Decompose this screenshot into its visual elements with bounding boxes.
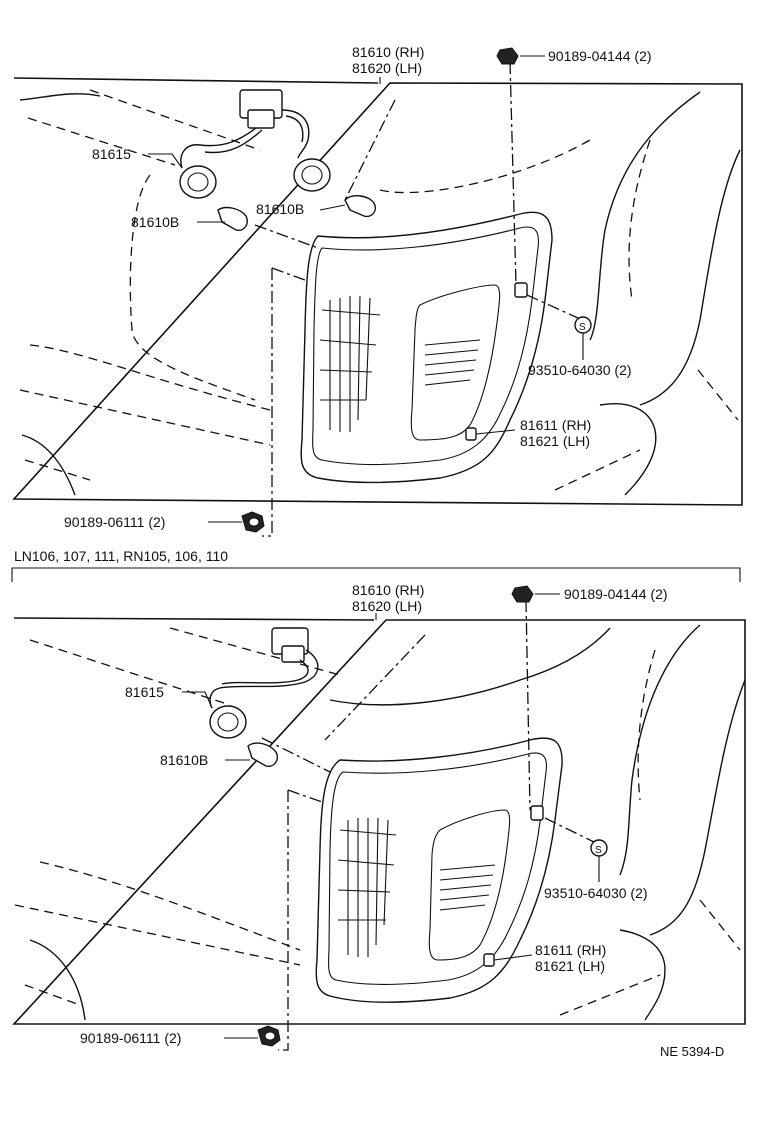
leader-dash	[261, 737, 331, 773]
leader-dash	[271, 267, 306, 281]
bottom-diagram: S 81610 (RH) 81620 (LH) 90189-04144 (2) …	[12, 582, 746, 1051]
body-line	[619, 929, 666, 1021]
leader-dash	[544, 817, 595, 843]
svg-text:S: S	[595, 845, 602, 856]
body-line	[89, 89, 261, 151]
leader-dash	[287, 789, 323, 803]
label-screw-side: 93510-64030 (2)	[544, 885, 648, 901]
section-label: LN106, 107, 111, RN105, 106, 110	[14, 548, 228, 564]
body-line	[21, 434, 76, 496]
body-line	[649, 679, 746, 936]
body-line	[24, 984, 81, 1006]
label-lens-rh: 81611 (RH)	[535, 942, 606, 958]
leader	[475, 429, 516, 435]
label-housing-lh: 81620 (LH)	[352, 60, 422, 76]
body-line	[619, 624, 701, 876]
label-bulb: 81610B	[160, 752, 208, 768]
bulb-left	[217, 206, 248, 231]
label-nut-bottom: 90189-06111 (2)	[80, 1030, 181, 1046]
body-line	[19, 93, 101, 101]
body-line	[27, 117, 176, 166]
label-socket: 81615	[125, 684, 164, 700]
label-nut-top: 90189-04144 (2)	[564, 586, 668, 602]
screw-side-icon: S	[574, 316, 592, 334]
leader-dash	[254, 224, 319, 249]
body-line	[14, 904, 301, 966]
body-line	[589, 91, 701, 341]
top-frame	[12, 77, 743, 506]
label-screw-side: 93510-64030 (2)	[528, 362, 632, 378]
body-line	[129, 174, 256, 401]
label-housing-lh: 81620 (LH)	[352, 598, 422, 614]
socket-harness	[179, 89, 331, 199]
figure-code: NE 5394-D	[660, 1044, 724, 1059]
leader-dash	[526, 294, 579, 319]
leader	[319, 204, 346, 211]
top-diagram: S 81610 (RH) 81620 (LH) 90189-04144 (2) …	[12, 44, 743, 537]
leader-dash	[344, 99, 396, 201]
label-bulb-right: 81610B	[256, 201, 304, 217]
body-line	[697, 369, 739, 421]
body-line	[628, 139, 651, 301]
leader	[182, 691, 213, 709]
leader-dash	[509, 61, 517, 286]
body-line	[169, 627, 341, 676]
body-line	[559, 974, 661, 1016]
body-line	[329, 627, 611, 706]
socket-harness	[209, 627, 319, 739]
screw-side-icon: S	[590, 839, 608, 857]
nut-top-icon	[496, 47, 519, 65]
body-line	[29, 639, 231, 706]
body-line	[639, 149, 741, 406]
section-bracket	[11, 567, 741, 582]
body-line	[19, 389, 271, 446]
nut-bottom-icon	[257, 1025, 281, 1047]
body-line	[24, 459, 91, 481]
nut-bottom-icon	[241, 511, 265, 533]
body-line	[29, 344, 271, 411]
label-socket: 81615	[92, 146, 131, 162]
lamp-assembly	[300, 211, 553, 484]
label-lens-rh: 81611 (RH)	[520, 417, 591, 433]
body-line	[29, 939, 86, 1021]
bottom-frame	[12, 617, 746, 1025]
body-line	[699, 899, 741, 951]
leader	[493, 954, 533, 961]
body-line	[637, 649, 656, 801]
leader-dash	[262, 268, 273, 537]
body-line	[39, 861, 301, 951]
nut-top-icon	[511, 585, 534, 603]
leader-dash	[278, 790, 289, 1051]
label-bulb-left: 81610B	[131, 214, 179, 230]
leader-dash	[324, 634, 426, 741]
label-lens-lh: 81621 (LH)	[535, 958, 605, 974]
label-nut-top: 90189-04144 (2)	[548, 48, 652, 64]
bulb-right	[344, 195, 376, 218]
bulb	[247, 742, 278, 767]
label-housing-rh: 81610 (RH)	[352, 44, 424, 60]
label-lens-lh: 81621 (LH)	[520, 433, 590, 449]
body-line	[554, 449, 641, 491]
label-nut-bottom: 90189-06111 (2)	[64, 514, 165, 530]
body-line	[599, 403, 657, 496]
lamp-assembly	[315, 737, 563, 1003]
body-line	[379, 139, 591, 194]
label-housing-rh: 81610 (RH)	[352, 582, 424, 598]
leader	[148, 153, 183, 169]
svg-text:S: S	[579, 322, 586, 333]
